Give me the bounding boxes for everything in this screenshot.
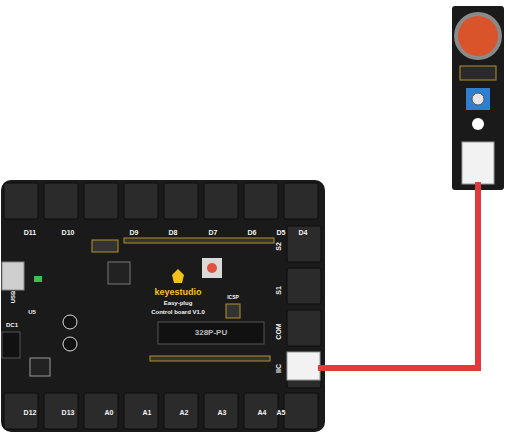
port-block xyxy=(284,183,318,219)
port-block xyxy=(204,393,238,429)
board-label: A5 xyxy=(277,409,286,416)
sensor-connector xyxy=(462,142,494,184)
red-wire xyxy=(318,182,478,368)
board-label: D8 xyxy=(169,229,178,236)
port-block xyxy=(204,183,238,219)
board-label: COM xyxy=(275,323,282,339)
board-pcb xyxy=(1,180,325,432)
port-block xyxy=(84,183,118,219)
port-block xyxy=(124,393,158,429)
board-label: U5 xyxy=(28,309,36,315)
board-label: A1 xyxy=(143,409,152,416)
port-block xyxy=(244,183,278,219)
reset-button xyxy=(202,258,222,278)
smd-parts xyxy=(460,66,496,80)
board-label: Easy-plug xyxy=(164,300,193,306)
capacitor xyxy=(63,315,77,329)
header-strip xyxy=(124,238,274,243)
mcu-chip xyxy=(158,322,264,344)
board-label: A4 xyxy=(258,409,267,416)
sensor-pcb xyxy=(452,6,504,190)
port-block xyxy=(244,393,278,429)
port-block xyxy=(287,310,321,346)
pot-knob xyxy=(472,93,484,105)
board-label: D12 xyxy=(24,409,37,416)
port-block xyxy=(4,183,38,219)
board-label: D10 xyxy=(62,229,75,236)
board-label: D6 xyxy=(248,229,257,236)
board-label: A0 xyxy=(105,409,114,416)
board-label: S1 xyxy=(275,286,282,295)
board-label: D4 xyxy=(299,229,308,236)
board-label: USB xyxy=(10,291,16,304)
board-label: keyestudio xyxy=(154,288,201,297)
gas-sensor-module xyxy=(452,6,504,190)
regulator xyxy=(30,358,50,376)
logo-bug xyxy=(172,269,184,283)
board-label: A2 xyxy=(180,409,189,416)
port-block xyxy=(84,393,118,429)
port-block xyxy=(164,393,198,429)
port-block xyxy=(284,393,318,429)
potentiometer xyxy=(466,88,490,110)
port-block xyxy=(287,226,321,262)
port-block xyxy=(287,352,321,388)
board-label: D9 xyxy=(130,229,139,236)
port-block xyxy=(124,183,158,219)
header-strip xyxy=(150,356,270,361)
board-label: D11 xyxy=(24,229,36,236)
port-block xyxy=(44,393,78,429)
board-label: D5 xyxy=(277,229,286,236)
reset-cap xyxy=(207,263,217,273)
iic-connector xyxy=(287,352,320,380)
port-block xyxy=(287,268,321,304)
sensor-can xyxy=(454,12,502,60)
usb-jack xyxy=(2,262,24,290)
sensor-mesh xyxy=(458,16,498,56)
header-pins xyxy=(92,240,118,252)
board-label: D7 xyxy=(209,229,218,236)
board-label: D13 xyxy=(62,409,75,416)
capacitor xyxy=(63,337,77,351)
port-block xyxy=(44,183,78,219)
led xyxy=(34,276,42,282)
port-block xyxy=(164,183,198,219)
mount-hole xyxy=(472,118,484,130)
port-block xyxy=(4,393,38,429)
board-label: A3 xyxy=(218,409,227,416)
board-label: 328P-PU xyxy=(195,329,227,337)
port-blocks xyxy=(4,183,321,429)
icsp-header xyxy=(226,304,240,318)
board-label: DC1 xyxy=(6,322,18,328)
board-label: Control board V1.0 xyxy=(151,309,205,315)
dc-jack xyxy=(2,332,20,358)
board-label: ICSP xyxy=(227,295,239,300)
control-board xyxy=(1,180,325,432)
board-label: IIC xyxy=(274,364,281,373)
usb-chip xyxy=(108,262,130,284)
board-label: S2 xyxy=(275,242,282,251)
